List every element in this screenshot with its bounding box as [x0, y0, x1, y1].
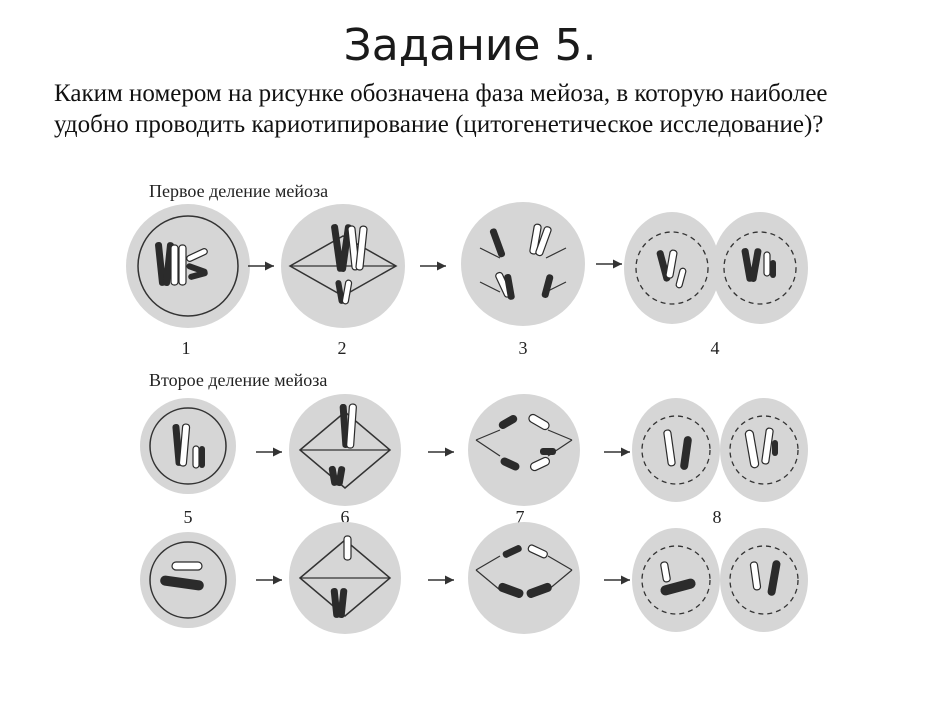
cell-3-anaphase1	[461, 202, 585, 326]
cell-5-prophase2	[140, 398, 236, 494]
cell-1-prophase1	[126, 204, 250, 328]
cell-5b-prophase2	[140, 532, 236, 628]
first-division-heading: Первое деление мейоза	[149, 181, 329, 201]
slide-title: Задание 5.	[343, 20, 597, 71]
second-division-heading: Второе деление мейоза	[149, 370, 328, 390]
cell-4-telophase1	[624, 212, 808, 324]
phase-number-4: 4	[710, 338, 720, 358]
phase-number-7: 7	[515, 507, 525, 527]
phase-number-3: 3	[518, 338, 528, 358]
cell-8b-telophase2	[632, 528, 808, 632]
cell-8-telophase2	[632, 398, 808, 502]
phase-number-2: 2	[337, 338, 347, 358]
cell-7b-anaphase2	[468, 522, 580, 634]
cell-6b-metaphase2	[289, 522, 401, 634]
question-text: Каким номером на рисунке обозначена фаза…	[54, 80, 828, 138]
cell-2-metaphase1	[281, 204, 405, 328]
phase-number-5: 5	[183, 507, 193, 527]
phase-number-8: 8	[712, 507, 722, 527]
phase-number-6: 6	[340, 507, 350, 527]
phase-number-1: 1	[181, 338, 191, 358]
cell-7-anaphase2	[468, 394, 580, 506]
cell-6-metaphase2	[289, 394, 401, 506]
